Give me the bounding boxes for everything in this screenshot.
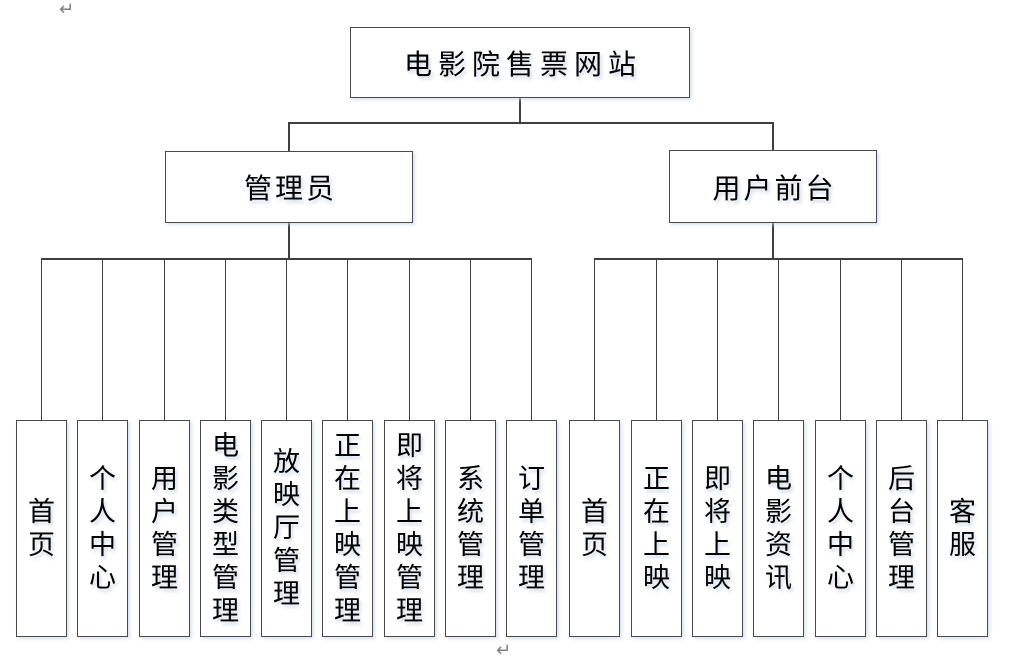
connector-site-stem bbox=[519, 98, 521, 123]
connector-admin-stem bbox=[288, 223, 290, 259]
node-label: 系统管理 bbox=[456, 463, 484, 593]
node-front-home: 首页 bbox=[569, 420, 620, 637]
node-label: 放映厅管理 bbox=[272, 447, 300, 609]
node-admin-user-mgmt: 用户管理 bbox=[139, 420, 190, 637]
node-label: 客服 bbox=[948, 496, 976, 560]
node-front: 用户前台 bbox=[669, 150, 877, 223]
connector-admin-coming-soon-mgmt-drop bbox=[408, 259, 411, 420]
node-label: 用户前台 bbox=[712, 172, 837, 204]
node-label: 个人中心 bbox=[88, 463, 116, 593]
node-label: 首页 bbox=[27, 496, 55, 560]
node-front-coming-soon: 即将上映 bbox=[692, 420, 743, 637]
connector-admin-drop bbox=[288, 123, 290, 151]
connector-front-movie-news-drop bbox=[777, 259, 780, 420]
connector-front-coming-soon-drop bbox=[716, 259, 719, 420]
node-front-personal-center: 个人中心 bbox=[815, 420, 866, 637]
node-admin: 管理员 bbox=[165, 151, 413, 223]
connector-front-drop bbox=[772, 123, 774, 150]
node-label: 后台管理 bbox=[887, 463, 915, 593]
paragraph-mark-icon: ↵ bbox=[59, 0, 75, 19]
connector-site-rail bbox=[288, 122, 774, 124]
connector-admin-user-mgmt-drop bbox=[163, 259, 166, 420]
connector-front-customer-service-drop bbox=[961, 259, 964, 420]
connector-front-now-showing-drop bbox=[655, 259, 658, 420]
node-label: 电影资讯 bbox=[764, 463, 792, 593]
paragraph-mark-icon: ↵ bbox=[496, 640, 512, 660]
node-front-movie-news: 电影资讯 bbox=[753, 420, 804, 637]
connector-front-stem bbox=[772, 223, 774, 259]
connector-admin-hall-mgmt-drop bbox=[285, 259, 288, 420]
connector-admin-home-drop bbox=[40, 259, 43, 420]
node-label: 个人中心 bbox=[826, 463, 854, 593]
node-admin-coming-soon-mgmt: 即将上映管理 bbox=[384, 420, 435, 637]
node-admin-personal-center: 个人中心 bbox=[77, 420, 128, 637]
connector-front-home-drop bbox=[593, 259, 596, 420]
connector-admin-order-mgmt-drop bbox=[530, 259, 533, 420]
node-label: 首页 bbox=[580, 496, 608, 560]
connector-admin-system-mgmt-drop bbox=[469, 259, 472, 420]
node-label: 用户管理 bbox=[150, 463, 178, 593]
node-front-customer-service: 客服 bbox=[937, 420, 988, 637]
node-front-backend-mgmt: 后台管理 bbox=[876, 420, 927, 637]
node-label: 电影类型管理 bbox=[211, 430, 239, 626]
node-label: 正在上映 bbox=[642, 463, 670, 593]
node-site: 电影院售票网站 bbox=[350, 27, 690, 98]
node-admin-movie-type-mgmt: 电影类型管理 bbox=[200, 420, 251, 637]
node-admin-now-showing-mgmt: 正在上映管理 bbox=[322, 420, 373, 637]
node-label: 即将上映管理 bbox=[395, 430, 423, 626]
node-front-now-showing: 正在上映 bbox=[631, 420, 682, 637]
node-label: 管理员 bbox=[243, 173, 337, 204]
node-label: 即将上映 bbox=[703, 463, 731, 593]
connector-admin-now-showing-mgmt-drop bbox=[346, 259, 349, 420]
connector-front-backend-mgmt-drop bbox=[900, 259, 903, 420]
node-admin-hall-mgmt: 放映厅管理 bbox=[261, 420, 312, 637]
connector-front-personal-center-drop bbox=[839, 259, 842, 420]
node-admin-order-mgmt: 订单管理 bbox=[506, 420, 557, 637]
node-label: 电影院售票网站 bbox=[403, 48, 642, 80]
node-label: 正在上映管理 bbox=[333, 430, 361, 626]
connector-admin-personal-center-drop bbox=[101, 259, 104, 420]
node-admin-home: 首页 bbox=[16, 420, 67, 637]
node-admin-system-mgmt: 系统管理 bbox=[445, 420, 496, 637]
connector-admin-movie-type-mgmt-drop bbox=[224, 259, 227, 420]
node-label: 订单管理 bbox=[517, 463, 545, 593]
